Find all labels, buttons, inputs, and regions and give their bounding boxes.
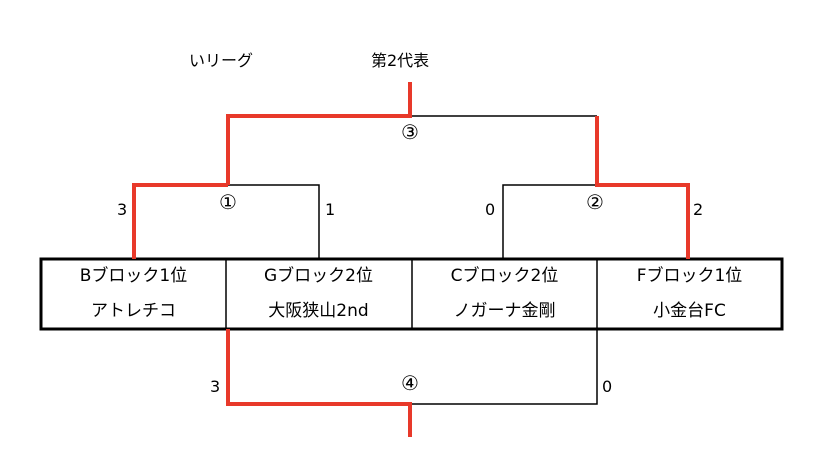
match2-label: ②	[586, 190, 604, 214]
match4-score-right: 0	[602, 377, 613, 396]
team4-name: 小金台FC	[653, 301, 726, 321]
match4-score-left: 3	[210, 377, 221, 396]
match1-score-left: 3	[117, 200, 128, 219]
match4-label: ④	[401, 371, 419, 395]
team3-name: ノガーナ金剛	[453, 301, 556, 321]
match3-winner-path	[226, 82, 412, 185]
result-label: 第2代表	[371, 51, 430, 70]
match2-score-left: 0	[485, 200, 496, 219]
match2-winner-path	[595, 116, 690, 259]
match1-winner-path	[132, 183, 228, 259]
match4-winner-path	[226, 329, 412, 437]
team1-name: アトレチコ	[91, 301, 176, 321]
league-title: いリーグ	[189, 51, 254, 70]
team1-block: Bブロック1位	[79, 266, 188, 286]
match1-score-right: 1	[325, 200, 336, 219]
match2-score-right: 2	[693, 200, 704, 219]
match1-loser-line	[228, 184, 320, 259]
team3-block: Cブロック2位	[450, 266, 559, 286]
team2-block: Gブロック2位	[264, 266, 373, 286]
match4-loser-line	[412, 329, 598, 405]
match1-label: ①	[219, 190, 237, 214]
match2-loser-line	[502, 184, 597, 259]
team2-name: 大阪狭山2nd	[268, 301, 369, 321]
team4-block: Fブロック1位	[636, 266, 743, 286]
match3-label: ③	[401, 120, 419, 144]
